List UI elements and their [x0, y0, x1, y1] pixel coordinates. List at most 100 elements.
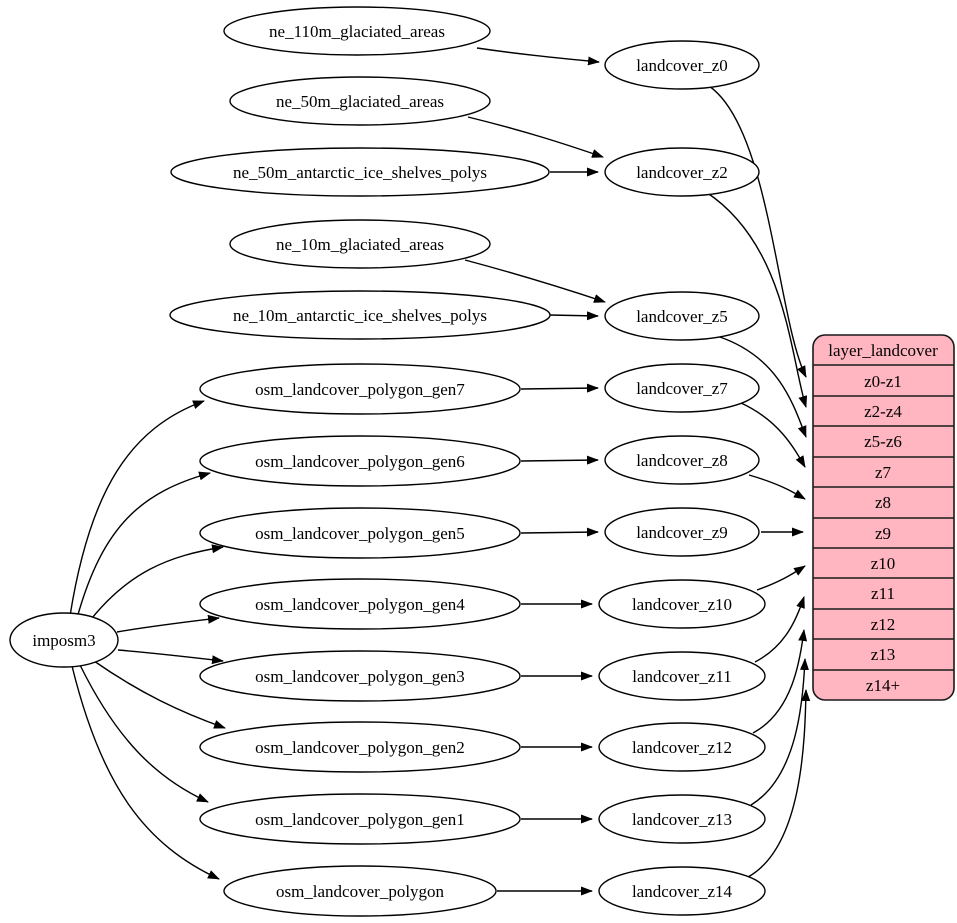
node-ne-10m-antarctic-ice-shelves-polys-shape	[169, 290, 551, 340]
node-osm-landcover-polygon-gen7: osm_landcover_polygon_gen7	[199, 363, 521, 415]
node-ne-110m-glaciated-areas-label: ne_110m_glaciated_areas	[269, 22, 445, 41]
node-landcover-z13-shape	[598, 794, 766, 844]
node-landcover-z9-label: landcover_z9	[636, 523, 728, 542]
node-ne-50m-antarctic-ice-shelves-polys: ne_50m_antarctic_ice_shelves_polys	[170, 147, 550, 197]
node-landcover-z12-shape	[598, 722, 766, 772]
node-landcover-z11: landcover_z11	[598, 651, 766, 701]
node-landcover-z11-label: landcover_z11	[632, 667, 731, 686]
edge-imposm3-to-gen6	[76, 471, 211, 619]
edge-imposm3-to-gen5	[87, 544, 224, 624]
edge-gen5-to-z9	[520, 527, 599, 537]
node-osm-landcover-polygon-gen2-label: osm_landcover_polygon_gen2	[255, 738, 465, 757]
node-osm-landcover-polygon-gen5-label: osm_landcover_polygon_gen5	[255, 524, 465, 543]
node-landcover-z7-label: landcover_z7	[636, 379, 728, 398]
record-title: layer_landcover	[828, 341, 938, 360]
node-osm-landcover-polygon-gen4: osm_landcover_polygon_gen4	[199, 578, 521, 630]
node-landcover-z13-label: landcover_z13	[632, 810, 732, 829]
record-row-z5-z6: z5-z6	[864, 432, 902, 451]
edge-imposm3-to-gen3	[117, 649, 224, 665]
node-ne-110m-glaciated-areas: ne_110m_glaciated_areas	[223, 6, 491, 56]
node-osm-landcover-polygon: osm_landcover_polygon	[223, 865, 497, 917]
edge-layer	[69, 47, 811, 896]
edge-ne10m-antarctic-to-z5	[548, 311, 599, 321]
node-landcover-z14-label: landcover_z14	[632, 882, 733, 901]
node-landcover-z10: landcover_z10	[598, 579, 766, 629]
node-landcover-z0: landcover_z0	[604, 40, 760, 90]
record-row-z11: z11	[871, 584, 895, 603]
record-row-z10: z10	[871, 554, 896, 573]
node-landcover-z5-label: landcover_z5	[636, 307, 728, 326]
node-landcover-z8-label: landcover_z8	[636, 451, 728, 470]
node-osm-landcover-polygon-gen1-label: osm_landcover_polygon_gen1	[255, 810, 465, 829]
record-row-z13: z13	[871, 645, 896, 664]
record-row-z7: z7	[875, 463, 892, 482]
edge-imposm3-to-polygon	[71, 665, 220, 880]
record-row-z2-z4: z2-z4	[864, 402, 902, 421]
edge-gen7-to-z7	[520, 383, 599, 393]
node-landcover-z9-shape	[604, 507, 760, 557]
edge-z7-to-row-z7	[740, 402, 806, 468]
edge-gen6-to-z8	[520, 455, 599, 465]
node-osm-landcover-polygon-gen3: osm_landcover_polygon_gen3	[199, 650, 521, 702]
node-ne-50m-antarctic-ice-shelves-polys-shape	[170, 147, 550, 197]
node-landcover-z12: landcover_z12	[598, 722, 766, 772]
edge-ne50m-glaciated-to-z2	[467, 116, 604, 158]
node-osm-landcover-polygon-gen6-shape	[199, 435, 521, 487]
node-ne-10m-glaciated-areas: ne_10m_glaciated_areas	[229, 219, 491, 269]
node-landcover-z11-shape	[598, 651, 766, 701]
node-ne-50m-glaciated-areas-shape	[229, 76, 491, 126]
record-row-z0-z1: z0-z1	[864, 372, 902, 391]
node-osm-landcover-polygon-gen7-shape	[199, 363, 521, 415]
edge-imposm3-to-gen1	[79, 664, 209, 803]
node-osm-landcover-polygon-gen3-label: osm_landcover_polygon_gen3	[255, 667, 465, 686]
node-landcover-z7: landcover_z7	[604, 363, 760, 413]
record-row-z12: z12	[871, 615, 896, 634]
node-osm-landcover-polygon-gen5-shape	[199, 507, 521, 559]
node-osm-landcover-polygon-label: osm_landcover_polygon	[276, 882, 445, 901]
node-ne-50m-glaciated-areas: ne_50m_glaciated_areas	[229, 76, 491, 126]
node-landcover-z2: landcover_z2	[604, 147, 760, 197]
node-osm-landcover-polygon-gen1: osm_landcover_polygon_gen1	[199, 793, 521, 845]
node-imposm3-label: imposm3	[32, 631, 95, 650]
node-landcover-z0-shape	[604, 40, 760, 90]
node-landcover-z5: landcover_z5	[604, 291, 760, 341]
node-ne-10m-glaciated-areas-label: ne_10m_glaciated_areas	[276, 235, 444, 254]
record-row-z14plus: z14+	[866, 676, 900, 695]
node-landcover-z8-shape	[604, 435, 760, 485]
node-imposm3-shape	[9, 612, 119, 668]
edge-z8-to-row-z8	[748, 474, 806, 500]
node-osm-landcover-polygon-shape	[223, 865, 497, 917]
node-imposm3: imposm3	[9, 612, 119, 668]
edge-imposm3-to-gen2	[93, 660, 226, 729]
node-landcover-z8: landcover_z8	[604, 435, 760, 485]
edge-z14-to-row-z14plus	[747, 689, 811, 878]
node-landcover-z14-shape	[598, 866, 766, 916]
node-osm-landcover-polygon-gen4-label: osm_landcover_polygon_gen4	[255, 595, 465, 614]
node-osm-landcover-polygon-gen6: osm_landcover_polygon_gen6	[199, 435, 521, 487]
edge-imposm3-to-gen7	[69, 400, 205, 617]
node-landcover-z10-label: landcover_z10	[632, 595, 732, 614]
node-landcover-z12-label: landcover_z12	[632, 738, 732, 757]
node-landcover-z10-shape	[598, 579, 766, 629]
node-osm-landcover-polygon-gen5: osm_landcover_polygon_gen5	[199, 507, 521, 559]
node-landcover-z2-label: landcover_z2	[636, 163, 728, 182]
edge-z5-to-row-z5-z6	[716, 335, 807, 438]
node-osm-landcover-polygon-gen6-label: osm_landcover_polygon_gen6	[255, 452, 465, 471]
edge-imposm3-to-gen4	[116, 614, 220, 633]
node-landcover-z9: landcover_z9	[604, 507, 760, 557]
node-ne-10m-antarctic-ice-shelves-polys-label: ne_10m_antarctic_ice_shelves_polys	[233, 306, 487, 325]
record-row-z9: z9	[875, 524, 891, 543]
node-ne-10m-glaciated-areas-shape	[229, 219, 491, 269]
record-row-z8: z8	[875, 493, 891, 512]
edge-z2-to-row-z2-z4	[705, 191, 808, 408]
node-landcover-z13: landcover_z13	[598, 794, 766, 844]
edge-z13-to-row-z13	[750, 658, 809, 806]
node-landcover-z7-shape	[604, 363, 760, 413]
record-layer-landcover: layer_landcover z0-z1 z2-z4 z5-z6 z7 z8 …	[812, 334, 955, 701]
node-ne-110m-glaciated-areas-shape	[223, 6, 491, 56]
node-ne-10m-antarctic-ice-shelves-polys: ne_10m_antarctic_ice_shelves_polys	[169, 290, 551, 340]
edge-ne110m-to-z0	[476, 47, 600, 66]
edge-z12-to-row-z12	[752, 629, 808, 734]
